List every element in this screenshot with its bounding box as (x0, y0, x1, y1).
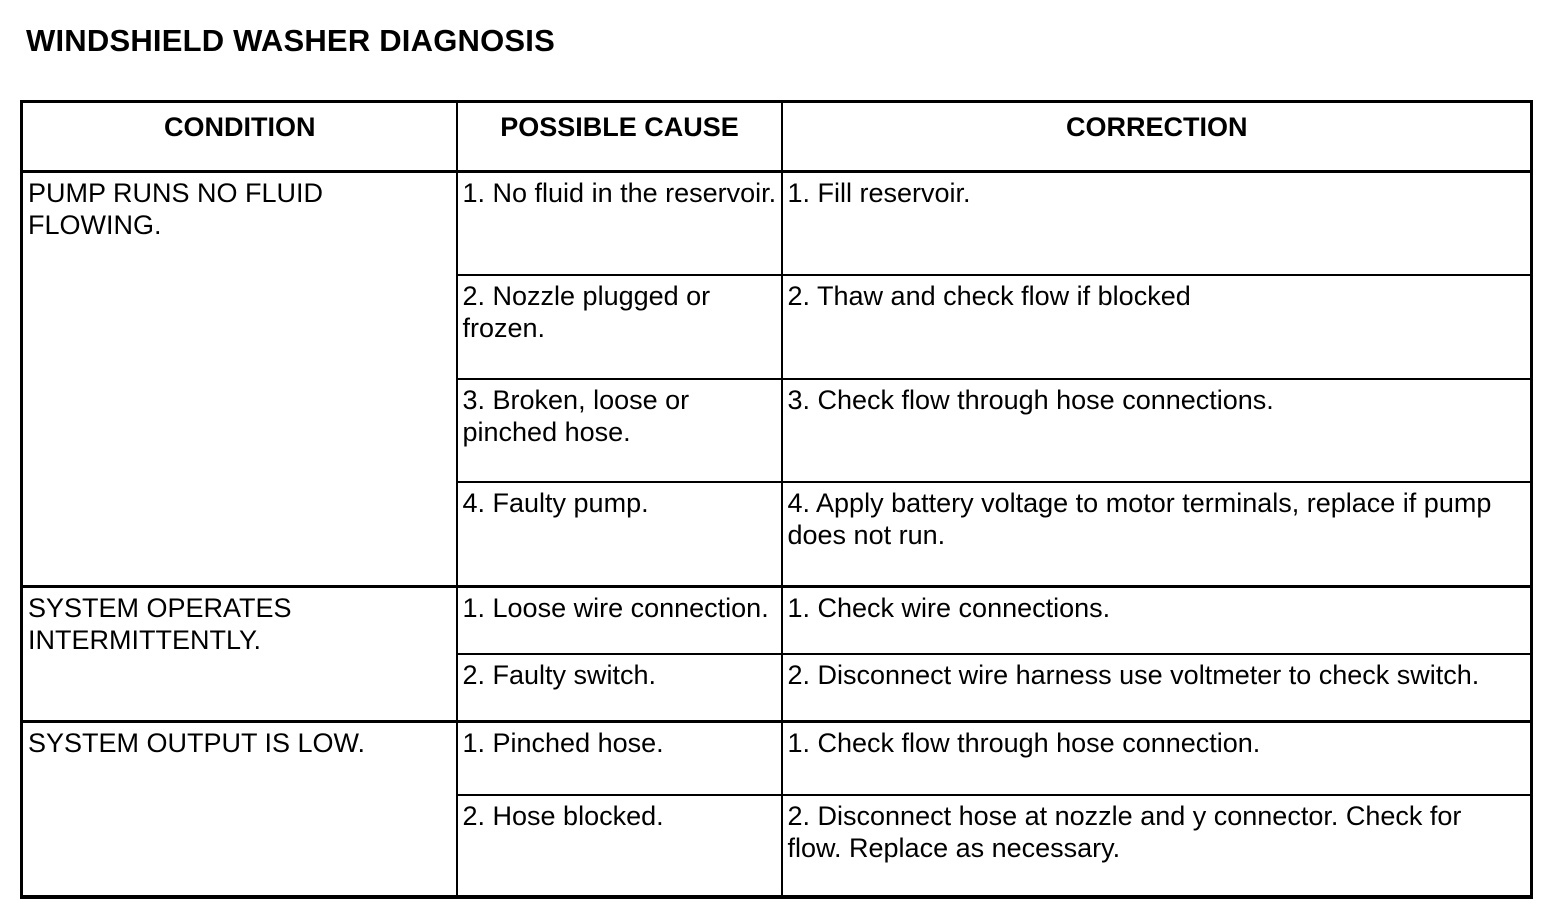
condition-cell: SYSTEM OPERATES INTERMITTENTLY. (20, 585, 458, 723)
correction-cell: 1. Check flow through hose connection. (780, 720, 1533, 796)
table-row: 4. Faulty pump. 4. Apply battery voltage… (22, 480, 1533, 588)
cause-cell: 2. Hose blocked. (455, 793, 783, 898)
page-title: WINDSHIELD WASHER DIAGNOSIS (26, 23, 555, 58)
column-header-correction: CORRECTION (780, 100, 1533, 173)
correction-cell: 2. Disconnect hose at nozzle and y conne… (780, 793, 1533, 898)
cause-cell: 1. Pinched hose. (455, 720, 783, 796)
condition-cell: SYSTEM OUTPUT IS LOW. (20, 720, 458, 898)
table-row: SYSTEM OPERATES INTERMITTENTLY. 1. Loose… (20, 585, 1533, 723)
table-row: 3. Broken, loose or pinched hose. 3. Che… (22, 377, 1533, 483)
correction-cell: 1. Check wire connections. (780, 585, 1533, 655)
cause-cell: 3. Broken, loose or pinched hose. (455, 377, 783, 483)
correction-cell: 2. Disconnect wire harness use voltmeter… (780, 652, 1533, 723)
cause-cell: 1. No fluid in the reservoir. (455, 170, 783, 276)
table-row: PUMP RUNS NO FLUID FLOWING. 1. No fluid … (20, 170, 1533, 588)
correction-cell: 4. Apply battery voltage to motor termin… (780, 480, 1533, 588)
table-row: 2. Nozzle plugged or frozen. 2. Thaw and… (22, 273, 1533, 380)
table-row: SYSTEM OUTPUT IS LOW. 1. Pinched hose. 1… (20, 720, 1533, 898)
correction-cell: 2. Thaw and check flow if blocked (780, 273, 1533, 380)
condition-cell: PUMP RUNS NO FLUID FLOWING. (20, 170, 458, 588)
cause-cell: 2. Faulty switch. (455, 652, 783, 723)
cause-cell: 1. Loose wire connection. (455, 585, 783, 655)
correction-cell: 1. Fill reservoir. (780, 170, 1533, 276)
diagnosis-table: CONDITION POSSIBLE CAUSE CORRECTION PUMP… (20, 100, 1533, 899)
cause-cell: 2. Nozzle plugged or frozen. (455, 273, 783, 380)
cause-cell: 4. Faulty pump. (455, 480, 783, 588)
column-header-possible-cause: POSSIBLE CAUSE (455, 100, 783, 173)
table-row: 2. Faulty switch. 2. Disconnect wire har… (22, 652, 1533, 723)
column-header-condition: CONDITION (20, 100, 458, 173)
table-row: 2. Hose blocked. 2. Disconnect hose at n… (22, 793, 1533, 898)
correction-cell: 3. Check flow through hose connections. (780, 377, 1533, 483)
table-header-row: CONDITION POSSIBLE CAUSE CORRECTION (20, 100, 1533, 173)
